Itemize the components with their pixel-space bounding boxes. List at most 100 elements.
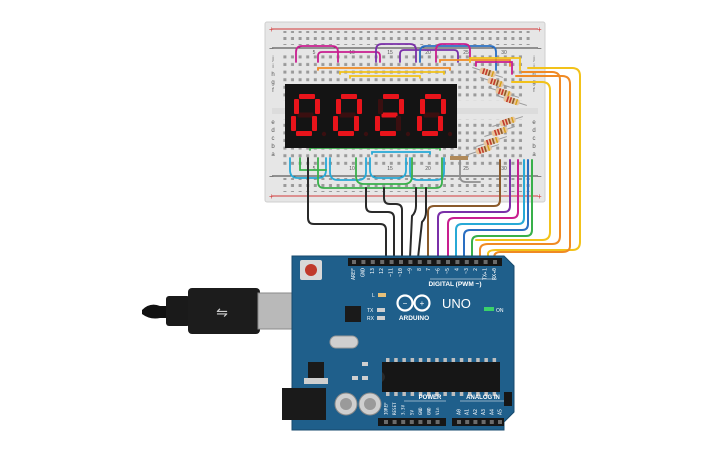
- row-letter: c: [533, 136, 536, 142]
- jumper-wire: [329, 157, 367, 181]
- decimal-point: [405, 131, 411, 137]
- header-pin-hole[interactable]: [384, 420, 388, 424]
- column-number: 15: [387, 50, 393, 56]
- row-letter: d: [271, 128, 274, 134]
- header-pin-hole[interactable]: [483, 260, 488, 264]
- header-pin-hole[interactable]: [427, 260, 432, 264]
- header-pin-hole[interactable]: [408, 260, 413, 264]
- wire: [307, 157, 387, 259]
- header-pin-hole[interactable]: [392, 420, 397, 424]
- rx-led: [377, 316, 385, 320]
- header-pin-hole[interactable]: [464, 260, 469, 264]
- row-letter: b: [271, 144, 275, 150]
- chip-pin: [435, 358, 439, 362]
- jumper-wire: [317, 51, 381, 63]
- row-letter: e: [532, 120, 536, 126]
- segment-f: [294, 99, 299, 114]
- chip-pin: [468, 358, 472, 362]
- jumper-wire: [469, 57, 521, 71]
- header-pin-hole[interactable]: [361, 260, 366, 264]
- header-pin-hole[interactable]: [474, 260, 479, 264]
- jumper-wire: [371, 151, 431, 155]
- header-pin-hole[interactable]: [455, 260, 460, 264]
- rail-minus-sign: −: [537, 44, 542, 53]
- row-letter: c: [272, 136, 275, 142]
- decimal-point: [447, 131, 453, 137]
- header-pin-hole[interactable]: [389, 260, 394, 264]
- header-pin-hole[interactable]: [417, 260, 422, 264]
- l-led: [378, 293, 386, 297]
- smd-component: [362, 362, 368, 366]
- power-label: POWER: [419, 395, 442, 401]
- chip-pin: [459, 358, 464, 362]
- pin-label: 2: [473, 268, 479, 271]
- header-pin-hole[interactable]: [380, 260, 385, 264]
- header-pin-hole[interactable]: [409, 420, 414, 424]
- chip-pin: [386, 358, 390, 362]
- pin-label: ~10: [398, 268, 404, 277]
- segment-e: [291, 116, 296, 131]
- pin-label: ~9: [407, 268, 413, 274]
- header-pin-hole[interactable]: [435, 420, 440, 424]
- header-pin-hole[interactable]: [399, 260, 403, 264]
- l-led-label: L: [372, 293, 375, 299]
- header-pin-hole[interactable]: [465, 420, 470, 424]
- jumper-wire: [399, 49, 459, 63]
- usb-cable-end: [142, 304, 168, 319]
- row-letter: h: [271, 72, 274, 78]
- header-pin-hole[interactable]: [481, 420, 486, 424]
- header-pin-hole[interactable]: [489, 420, 494, 424]
- column-number: 5: [313, 166, 316, 172]
- power-pin-label: Vin: [435, 407, 440, 415]
- top-rail-holes: [280, 31, 530, 45]
- segment-b: [441, 99, 446, 114]
- row-letter: f: [272, 88, 274, 94]
- resistor: [480, 77, 511, 88]
- usb-interface-chip: [345, 306, 361, 322]
- svg-text:+: +: [420, 299, 425, 308]
- pin-label: 8: [417, 268, 423, 271]
- resistor: [476, 136, 507, 147]
- analog-pin-label: A3: [481, 409, 487, 415]
- header-pin-hole[interactable]: [370, 260, 375, 264]
- header-pin-hole[interactable]: [446, 260, 450, 264]
- wire: [365, 187, 395, 259]
- header-pin-hole[interactable]: [352, 260, 356, 264]
- header-pin-hole[interactable]: [418, 420, 423, 424]
- decimal-point: [363, 131, 369, 137]
- header-pin-hole[interactable]: [498, 420, 502, 424]
- analog-pin-label: A1: [465, 409, 471, 415]
- header-pin-hole[interactable]: [457, 420, 461, 424]
- jumper-wire: [355, 157, 413, 185]
- breadboard-jumper-wires: [289, 43, 521, 189]
- tx-led-label: TX: [367, 308, 374, 314]
- header-pin-hole[interactable]: [427, 420, 431, 424]
- segment-a: [299, 94, 315, 99]
- segment-c: [396, 116, 401, 131]
- digital-header: [348, 258, 502, 266]
- chip-pin: [402, 392, 406, 396]
- chip-pin: [476, 392, 480, 396]
- rx-led-label: RX: [367, 316, 375, 322]
- analog-pin-label: A0: [457, 409, 463, 415]
- wire: [475, 81, 551, 241]
- pin-label: 13: [370, 268, 376, 274]
- header-pin-hole[interactable]: [473, 420, 478, 424]
- seven-segment-display: [285, 84, 457, 148]
- chip-pin: [468, 392, 472, 396]
- chip-pin: [386, 392, 390, 396]
- wire: [455, 159, 525, 259]
- reset-button-cap[interactable]: [305, 264, 317, 276]
- pin-label: ~5: [445, 268, 451, 274]
- column-number: 15: [387, 166, 393, 172]
- header-pin-hole[interactable]: [493, 260, 497, 264]
- chip-pin: [484, 358, 488, 362]
- power-pin-label: IOREF: [384, 402, 389, 415]
- chip-pin: [443, 358, 447, 362]
- header-pin-hole[interactable]: [401, 420, 406, 424]
- chip-pin: [410, 358, 415, 362]
- header-pin-hole[interactable]: [436, 260, 441, 264]
- capacitor-top: [340, 398, 352, 410]
- power-pin-label: GND: [418, 407, 423, 415]
- chip-pin: [394, 358, 398, 362]
